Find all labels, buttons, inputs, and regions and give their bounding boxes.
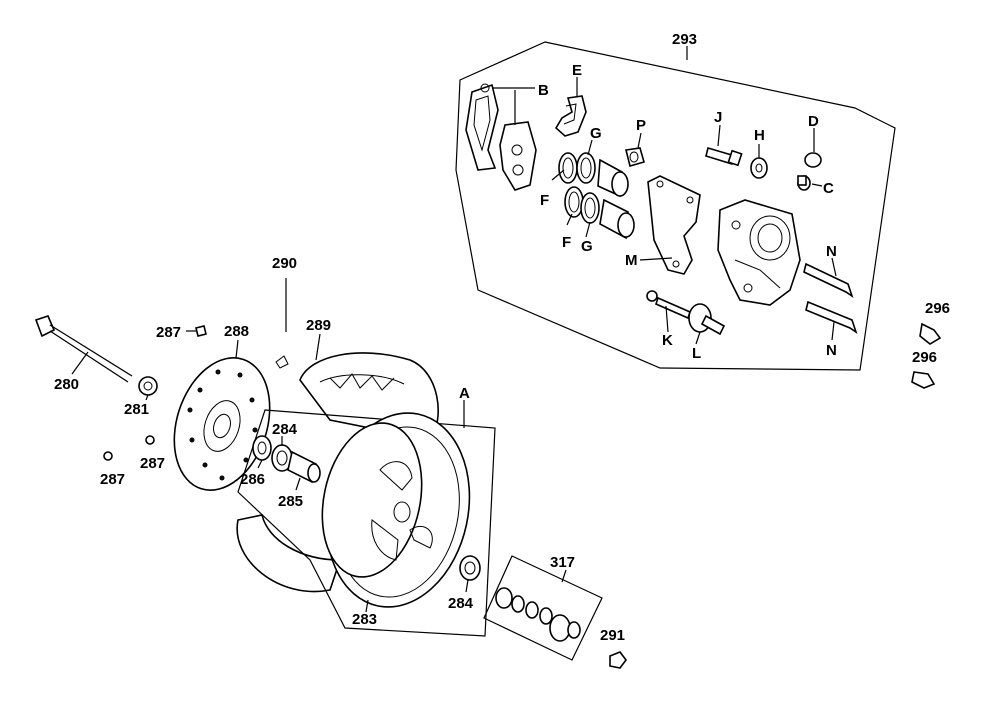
axle-nut-part <box>138 376 158 396</box>
caliper-group-outline <box>455 41 896 371</box>
callout-288: 288 <box>224 323 249 340</box>
leader-288 <box>235 339 239 359</box>
callout-F2: F <box>562 234 571 251</box>
leader-C <box>811 183 823 187</box>
bearing-set-part <box>252 435 321 484</box>
callout-E: E <box>572 62 582 79</box>
callout-287a: 287 <box>156 324 181 341</box>
leader-317 <box>561 569 567 583</box>
gear-group-outline <box>483 555 603 661</box>
bleeder-part <box>625 147 645 167</box>
pad-spring-part <box>554 95 587 137</box>
callout-287b: 287 <box>140 455 165 472</box>
pin-bolt-part <box>705 146 743 167</box>
callout-F1: F <box>540 192 549 209</box>
callout-L: L <box>692 345 701 362</box>
callout-C: C <box>823 180 834 197</box>
caliper-body-part <box>717 199 801 306</box>
leader-M <box>639 257 673 261</box>
callout-280: 280 <box>54 376 79 393</box>
leader-280 <box>71 351 89 375</box>
callout-296a: 296 <box>925 300 950 317</box>
callout-G1: G <box>590 125 602 142</box>
callout-286: 286 <box>240 471 265 488</box>
brake-pads-part <box>465 83 537 191</box>
callout-G2: G <box>581 238 593 255</box>
callout-A: A <box>459 385 470 402</box>
callout-J: J <box>714 109 722 126</box>
callout-N2: N <box>826 342 837 359</box>
callout-284b: 284 <box>448 595 474 612</box>
leader-284b <box>465 579 469 593</box>
leader-G1 <box>587 139 593 156</box>
leader-285 <box>295 477 301 491</box>
callout-N1: N <box>826 243 837 260</box>
leader-281 <box>145 394 149 401</box>
callout-283: 283 <box>352 611 377 628</box>
leader-N2 <box>831 321 835 341</box>
leader-K <box>665 305 669 333</box>
callout-290: 290 <box>272 255 297 272</box>
brake-disc-part <box>173 357 271 491</box>
callout-H: H <box>754 127 765 144</box>
leader-289 <box>315 333 321 361</box>
bleeder-cap-part <box>797 152 822 191</box>
wheel-rim-part <box>321 412 471 608</box>
leader-P <box>637 132 642 149</box>
callout-K: K <box>662 332 673 349</box>
axle-part <box>34 315 133 383</box>
leader-F2 <box>566 213 573 226</box>
leader-G2 <box>585 221 591 238</box>
bearing-group-outline <box>237 409 496 637</box>
leader-L <box>695 331 701 345</box>
leader-N1 <box>831 257 837 277</box>
clip-part <box>275 355 289 369</box>
hub-bearing-part <box>459 555 481 581</box>
callout-293: 293 <box>672 31 697 48</box>
callout-D: D <box>808 113 819 130</box>
callout-289: 289 <box>306 317 331 334</box>
callout-P: P <box>636 117 646 134</box>
callout-287c: 287 <box>100 471 125 488</box>
speedo-gear-part <box>495 587 581 642</box>
bolts-296-part <box>911 322 942 389</box>
leader-F1 <box>551 169 565 181</box>
callout-291: 291 <box>600 627 625 644</box>
callout-281: 281 <box>124 401 149 418</box>
disc-bolts-part <box>103 325 207 461</box>
leader-283 <box>365 599 369 613</box>
callout-285: 285 <box>278 493 303 510</box>
leader-286 <box>257 459 263 469</box>
piston-seals-part <box>558 152 635 240</box>
caliper-bracket-part <box>647 175 701 275</box>
leader-J <box>717 124 721 147</box>
callout-296b: 296 <box>912 349 937 366</box>
callout-284a: 284 <box>272 421 298 438</box>
wheel-nut-part <box>609 651 627 669</box>
slide-pins-part <box>803 262 858 334</box>
nut-part <box>750 157 768 179</box>
callout-B: B <box>538 82 549 99</box>
callout-317: 317 <box>550 554 575 571</box>
callout-M: M <box>625 252 638 269</box>
banjo-bolt-part <box>646 290 726 336</box>
